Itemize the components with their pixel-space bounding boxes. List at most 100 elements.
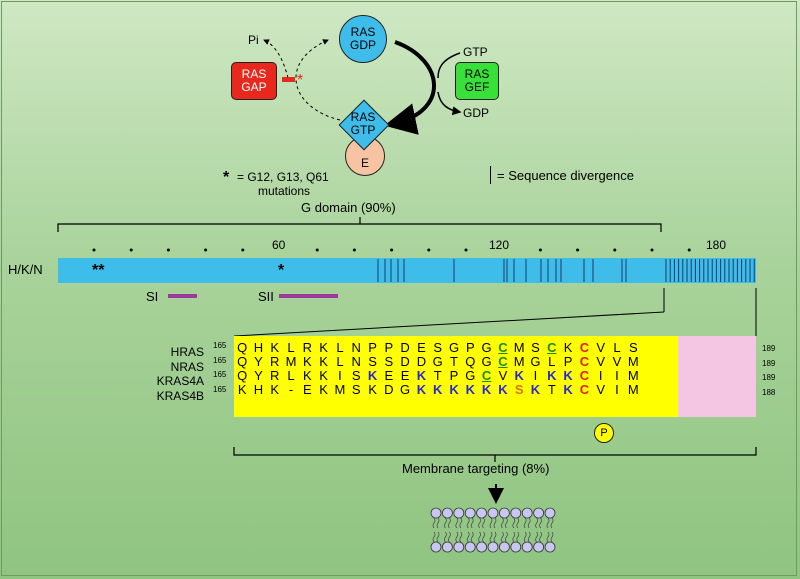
residue: P [384, 340, 394, 355]
residue: G [465, 368, 476, 383]
position-dot [204, 248, 208, 252]
residue: C [481, 368, 492, 383]
lipid-head-bottom [487, 541, 499, 553]
residue: D [384, 382, 394, 397]
residue: V [596, 354, 606, 369]
residue: C [579, 382, 590, 397]
residue: E [417, 340, 426, 355]
residue: Y [254, 368, 263, 383]
residue: L [336, 354, 344, 369]
legend-star: * [223, 169, 230, 186]
residue: K [547, 368, 557, 383]
caax-background [678, 336, 756, 417]
residue: V [498, 368, 508, 383]
position-dot [166, 248, 170, 252]
lipid-tail [523, 517, 531, 529]
position-dot [464, 248, 468, 252]
residue: Q [237, 368, 248, 383]
position-dot [687, 248, 691, 252]
tick-label-120: 120 [489, 238, 510, 252]
residue: L [287, 340, 295, 355]
residue: N [351, 340, 361, 355]
effector-label: E [360, 156, 369, 170]
residue: D [400, 340, 410, 355]
residue: K [563, 382, 573, 397]
residue: D [416, 354, 427, 369]
lipid-tail [512, 531, 520, 543]
residue: K [449, 382, 459, 397]
lipid-tail [535, 531, 542, 543]
position-dot [92, 248, 96, 252]
lipid-head-bottom [430, 541, 442, 553]
residue: K [563, 368, 573, 383]
position-dot [613, 248, 617, 252]
ras-gdp-line2: GDP [349, 38, 376, 52]
gdp-out-arrow [437, 91, 462, 116]
residue: D [400, 354, 410, 369]
residue: K [303, 368, 312, 383]
residue: G [448, 340, 460, 355]
residue: E [384, 368, 394, 383]
residue: I [615, 368, 619, 383]
residue: G [530, 354, 541, 369]
residue: H [253, 340, 264, 355]
ras-gef-line2: GEF [464, 80, 490, 94]
residue: I [598, 368, 603, 383]
lipid-head-top [533, 507, 544, 519]
residue: E [303, 382, 312, 397]
position-dot [129, 248, 133, 252]
row-label: KRAS4B [156, 388, 204, 403]
gap-inhibition-mark [282, 77, 295, 82]
tick-label-180: 180 [706, 238, 727, 252]
residue: K [319, 354, 328, 369]
lipid-tail [432, 517, 440, 529]
residue: L [613, 340, 621, 355]
gtp-in-arrow [437, 52, 461, 79]
residue: G [432, 354, 443, 369]
lipid-head-top [498, 507, 510, 519]
residue: C [579, 354, 590, 369]
lipid-head-top [441, 507, 453, 519]
lipid-tail [546, 531, 554, 543]
ras-gap-node: RAS GAP [231, 62, 277, 100]
lipid-tail [444, 531, 451, 543]
residue: K [498, 382, 508, 397]
lipid-tail [489, 531, 497, 543]
residue: K [368, 382, 377, 397]
residue: T [450, 354, 458, 369]
gdp-label: GDP [463, 106, 490, 120]
residue: K [270, 382, 280, 397]
ras-gef-node: RAS GEF [455, 62, 499, 100]
residue: K [416, 368, 427, 383]
residue: P [563, 354, 573, 369]
lipid-tail [523, 531, 531, 543]
mutation-stars-12-13: ** [92, 262, 105, 279]
residue: I [338, 368, 342, 383]
residue: M [285, 354, 297, 369]
residue: K [319, 340, 328, 355]
lipid-head-bottom [498, 541, 510, 553]
ras-gtp-node: RAS GTP [338, 99, 390, 151]
legend-mutations-line2: mutations [258, 184, 311, 198]
lipid-head-top [453, 507, 465, 519]
switch1-bar [168, 294, 197, 298]
residue: C [547, 340, 557, 355]
sequence-bar [58, 258, 756, 283]
residue: C [579, 368, 590, 383]
lipid-tail [501, 517, 508, 529]
legend-divergence-bar [490, 166, 491, 184]
residue: Y [254, 354, 263, 369]
legend-divergence-text: = Sequence divergence [497, 168, 634, 183]
residue: N [351, 354, 361, 369]
residue: M [513, 354, 525, 369]
pi-arrow [263, 39, 289, 79]
residue: Q [237, 354, 248, 369]
lipid-tail [444, 517, 451, 529]
lipid-tail [478, 531, 485, 543]
residue: Q [465, 354, 476, 369]
switch2-bar [279, 294, 338, 298]
residue: S [433, 340, 443, 355]
ras-gtp-line1: RAS [350, 110, 376, 124]
position-dot [650, 248, 654, 252]
lipid-head-bottom [464, 541, 476, 553]
